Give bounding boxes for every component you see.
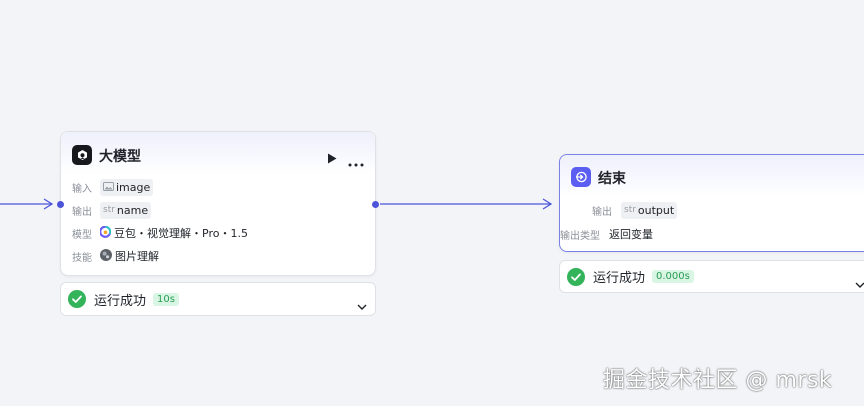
skill-label: 技能 xyxy=(72,252,92,264)
model-label: 模型 xyxy=(72,229,92,241)
llm-output-handle[interactable] xyxy=(372,201,379,208)
incoming-edge-arrow xyxy=(43,198,54,210)
run-icon[interactable] xyxy=(327,149,337,168)
llm-output-row: 输出 str name xyxy=(72,200,152,220)
model-value[interactable]: 豆包・视觉理解・Pro・1.5 xyxy=(99,225,248,241)
run-time-badge: 10s xyxy=(153,292,179,306)
more-icon[interactable] xyxy=(348,152,364,171)
llm-node-title: 大模型 xyxy=(99,149,141,165)
output-type-value[interactable]: 返回变量 xyxy=(609,228,653,241)
llm-to-end-edge-arrow xyxy=(542,198,553,210)
llm-node-header xyxy=(61,132,375,174)
end-node-header xyxy=(560,155,864,197)
output-label: 输出 xyxy=(72,206,92,218)
end-output-variable: output xyxy=(637,203,675,217)
chevron-down-icon[interactable] xyxy=(357,295,367,314)
skill-value[interactable]: 图片理解 xyxy=(100,248,159,264)
watermark: 掘金技术社区 @ mrsk xyxy=(603,368,833,393)
status-text: 运行成功 xyxy=(593,271,646,286)
str-type-tag: str xyxy=(624,205,636,215)
output-type-label: 输出类型 xyxy=(560,230,600,242)
skill-name: 图片理解 xyxy=(115,250,159,263)
end-icon xyxy=(571,167,591,187)
run-time-badge: 0.000s xyxy=(652,270,694,283)
end-output-label: 输出 xyxy=(592,206,612,218)
llm-input-row: 输入 image xyxy=(72,177,154,197)
output-variable-chip[interactable]: str name xyxy=(100,201,152,219)
llm-status-bar[interactable]: 运行成功 10s xyxy=(60,282,376,316)
success-icon xyxy=(567,267,585,286)
input-label: 输入 xyxy=(72,183,92,195)
llm-node[interactable]: 大模型 输入 image 输出 str name 模型 豆包・视觉理解・Pro・… xyxy=(60,131,376,276)
output-variable-name: name xyxy=(116,203,149,217)
llm-icon xyxy=(72,145,92,165)
image-icon xyxy=(103,181,114,194)
llm-skill-row: 技能 图片理解 xyxy=(72,246,159,266)
status-text: 运行成功 xyxy=(94,293,147,309)
input-variable-chip[interactable]: image xyxy=(100,178,154,196)
end-status-bar[interactable]: 运行成功 0.000s xyxy=(559,260,864,293)
end-output-type-row: 输出类型 返回变量 xyxy=(560,224,653,244)
end-output-chip[interactable]: str output xyxy=(621,201,678,219)
doubao-icon xyxy=(99,225,112,241)
end-output-row: 输出 str output xyxy=(592,200,678,220)
llm-input-handle[interactable] xyxy=(57,201,64,208)
str-type-tag: str xyxy=(103,205,115,215)
success-icon xyxy=(68,290,86,308)
end-node-title: 结束 xyxy=(598,171,626,187)
input-variable-name: image xyxy=(116,180,151,194)
skill-avatar xyxy=(100,248,112,264)
llm-model-row: 模型 豆包・视觉理解・Pro・1.5 xyxy=(72,223,248,243)
chevron-down-icon[interactable] xyxy=(855,273,864,292)
end-node[interactable]: 结束 输出 str output 输出类型 返回变量 xyxy=(559,154,864,252)
model-name: 豆包・视觉理解・Pro・1.5 xyxy=(114,227,248,240)
